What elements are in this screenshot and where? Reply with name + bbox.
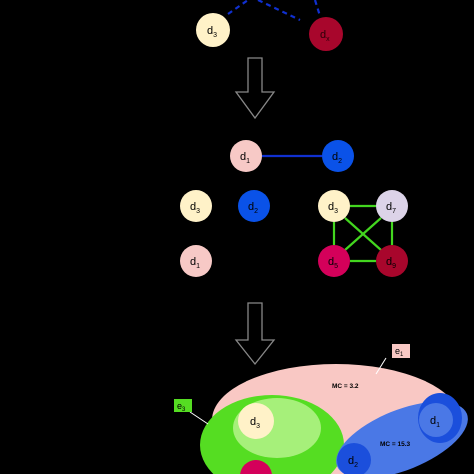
node-d3-inner: d3	[238, 403, 274, 439]
edge-d7-d5	[344, 217, 382, 251]
down-arrow-2	[234, 302, 276, 366]
node-d3-inner-circle	[238, 403, 274, 439]
node-d3-left-label: d3	[190, 201, 200, 215]
tag-e1-pointer	[375, 357, 387, 375]
node-d1-inner-circle	[419, 403, 453, 437]
node-d3-left: d3	[180, 190, 212, 222]
clique-edges	[332, 204, 394, 263]
node-d3-top: d3	[196, 13, 230, 47]
node-d9-circle	[376, 245, 408, 277]
node-d3-right-label: d3	[328, 201, 338, 215]
node-d2-mid-label: d2	[248, 201, 258, 215]
node-d3-top-label: d3	[207, 25, 217, 39]
node-d2-inner-circle	[337, 443, 371, 474]
node-d2-top-circle	[322, 140, 354, 172]
node-dx-top: dx	[309, 17, 343, 51]
mc-label-e1: MC = 3.2	[332, 383, 359, 390]
tag-e3-pointer	[189, 411, 209, 425]
tag-e1-box	[392, 344, 410, 358]
node-d7: d7	[376, 190, 408, 222]
node-d1-inner: d1	[419, 403, 453, 437]
node-d5-circle	[318, 245, 350, 277]
tag-e3: e3	[174, 399, 209, 425]
node-d7-label: d7	[386, 201, 396, 215]
node-dx-top-label: dx	[320, 29, 330, 43]
node-d1-left: d1	[180, 245, 212, 277]
node-d2-inner: d2	[337, 443, 371, 474]
middle-section: d1 d2 d3 d2 d1 d3	[180, 140, 408, 277]
node-magenta-partial	[240, 460, 272, 474]
node-d5: d5	[318, 245, 350, 277]
tag-e1-label: e1	[395, 346, 404, 358]
down-arrow-1	[234, 57, 276, 120]
node-d3-right-circle	[318, 190, 350, 222]
node-d1-inner-label: d1	[430, 415, 440, 429]
node-d1-top-label: d1	[240, 151, 250, 165]
node-d7-circle	[376, 190, 408, 222]
mc-label-blue: MC = 15.3	[380, 441, 411, 448]
node-d2-mid-circle	[238, 190, 270, 222]
node-d2-mid: d2	[238, 190, 270, 222]
bottom-section: MC = 3.2 MC = 15.3 d3 d1 d2 e1 e3	[174, 344, 468, 474]
node-d1-left-circle	[180, 245, 212, 277]
node-d1-top: d1	[230, 140, 262, 172]
node-d3-left-circle	[180, 190, 212, 222]
node-d2-top: d2	[322, 140, 354, 172]
node-d3-top-circle	[196, 13, 230, 47]
node-d3-right: d3	[318, 190, 350, 222]
node-d5-label: d5	[328, 256, 338, 270]
dashed-edge-right	[313, 0, 322, 17]
tag-e3-box	[174, 399, 192, 412]
node-d1-left-label: d1	[190, 256, 200, 270]
node-d2-inner-label: d2	[348, 455, 358, 469]
tag-e1: e1	[375, 344, 410, 375]
node-d9: d9	[376, 245, 408, 277]
node-d2-top-label: d2	[332, 151, 342, 165]
node-d9-label: d9	[386, 256, 396, 270]
node-magenta-partial-circle	[240, 460, 272, 474]
down-arrow-1-shape	[234, 57, 276, 120]
node-d3-inner-label: d3	[250, 416, 260, 430]
down-arrow-2-shape	[234, 302, 276, 366]
node-dx-top-circle	[309, 17, 343, 51]
node-d1-top-circle	[230, 140, 262, 172]
dashed-edge-left	[227, 0, 249, 15]
tag-e3-label: e3	[177, 401, 186, 413]
top-section: d3 dx	[196, 0, 343, 51]
dashed-edge-mid	[257, 0, 301, 21]
